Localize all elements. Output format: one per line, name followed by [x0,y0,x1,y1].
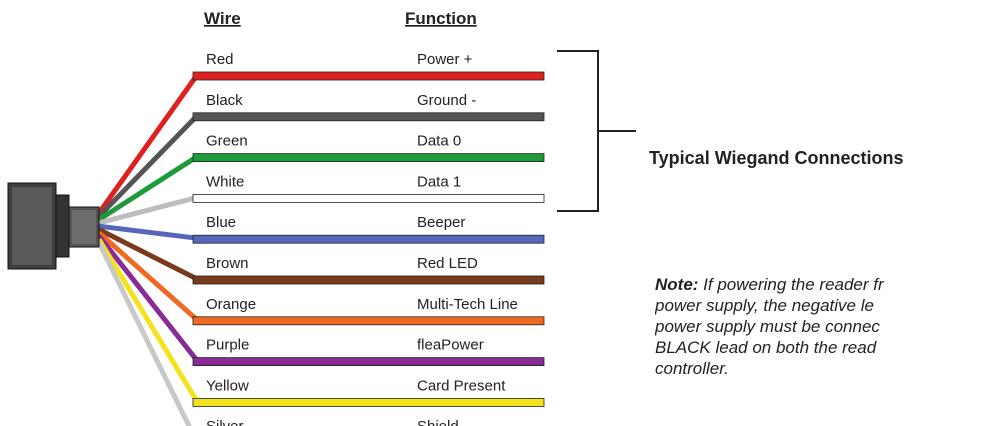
note-text: If powering the reader fr [698,275,884,294]
wire-bar-green [192,153,545,163]
wire-name: Red [206,51,234,68]
wire-name: Brown [206,255,249,272]
wire-name: Yellow [206,377,249,394]
wire-lead-red [96,73,200,215]
wire-bar-blue [192,234,545,244]
note-line-3: power supply must be connec [655,317,880,336]
wire-function: Red LED [417,255,478,272]
wire-name: White [206,173,244,190]
wire-function: Card Present [417,377,506,394]
wire-bar-white [192,193,545,203]
function-column-header: Function [405,9,477,28]
wire-lead-purple [97,234,199,363]
wire-lead-orange [97,230,199,322]
wire-bar-orange [192,316,545,326]
note-line-4: BLACK lead on both the read [655,338,877,357]
note-lead: Note: [655,275,699,294]
wire-function: Ground - [417,92,476,109]
wire-function: Power + [417,51,473,68]
wire-rows: Red Power + Black Ground - Green Data 0 White D… [192,51,545,426]
wire-name: Orange [206,296,256,313]
wire-bar-red [192,71,545,81]
note-line-5: controller. [655,359,730,378]
power-note: Note: If powering the reader fr power su… [655,274,985,379]
wire-bar-black [192,112,545,122]
wire-name: Green [206,133,248,150]
wire-lead-yellow [96,238,200,403]
wire-function: fleaPower [417,337,484,354]
wire-function: Data 0 [417,133,461,150]
wire-function: Multi-Tech Line [417,296,518,313]
wire-lead-blue [98,223,198,241]
wire-name: Purple [206,337,249,354]
wire-column-header: Wire [204,9,241,28]
wire-fan-group [96,73,200,426]
wire-name: Black [206,92,243,109]
wire-bar-yellow [192,397,545,407]
note-line-1: Note: If powering the reader fr [655,274,985,295]
wire-bar-purple [192,357,545,367]
wire-lead-green [97,154,199,222]
wiegand-bracket [557,50,636,212]
wire-name: Silver [206,418,244,426]
wire-lead-silver [96,241,192,426]
wire-function: Shield [417,418,459,426]
wire-bar-brown [192,275,545,285]
wire-function: Data 1 [417,173,461,190]
wire-lead-brown [97,227,199,282]
wire-lead-white [98,194,198,226]
wire-function: Beeper [417,214,465,231]
wire-name: Blue [206,214,236,231]
reader-connector-icon [7,182,100,270]
wiegand-connections-label: Typical Wiegand Connections [649,148,904,168]
wire-lead-black [97,114,199,219]
note-line-2: power supply, the negative le [655,296,874,315]
